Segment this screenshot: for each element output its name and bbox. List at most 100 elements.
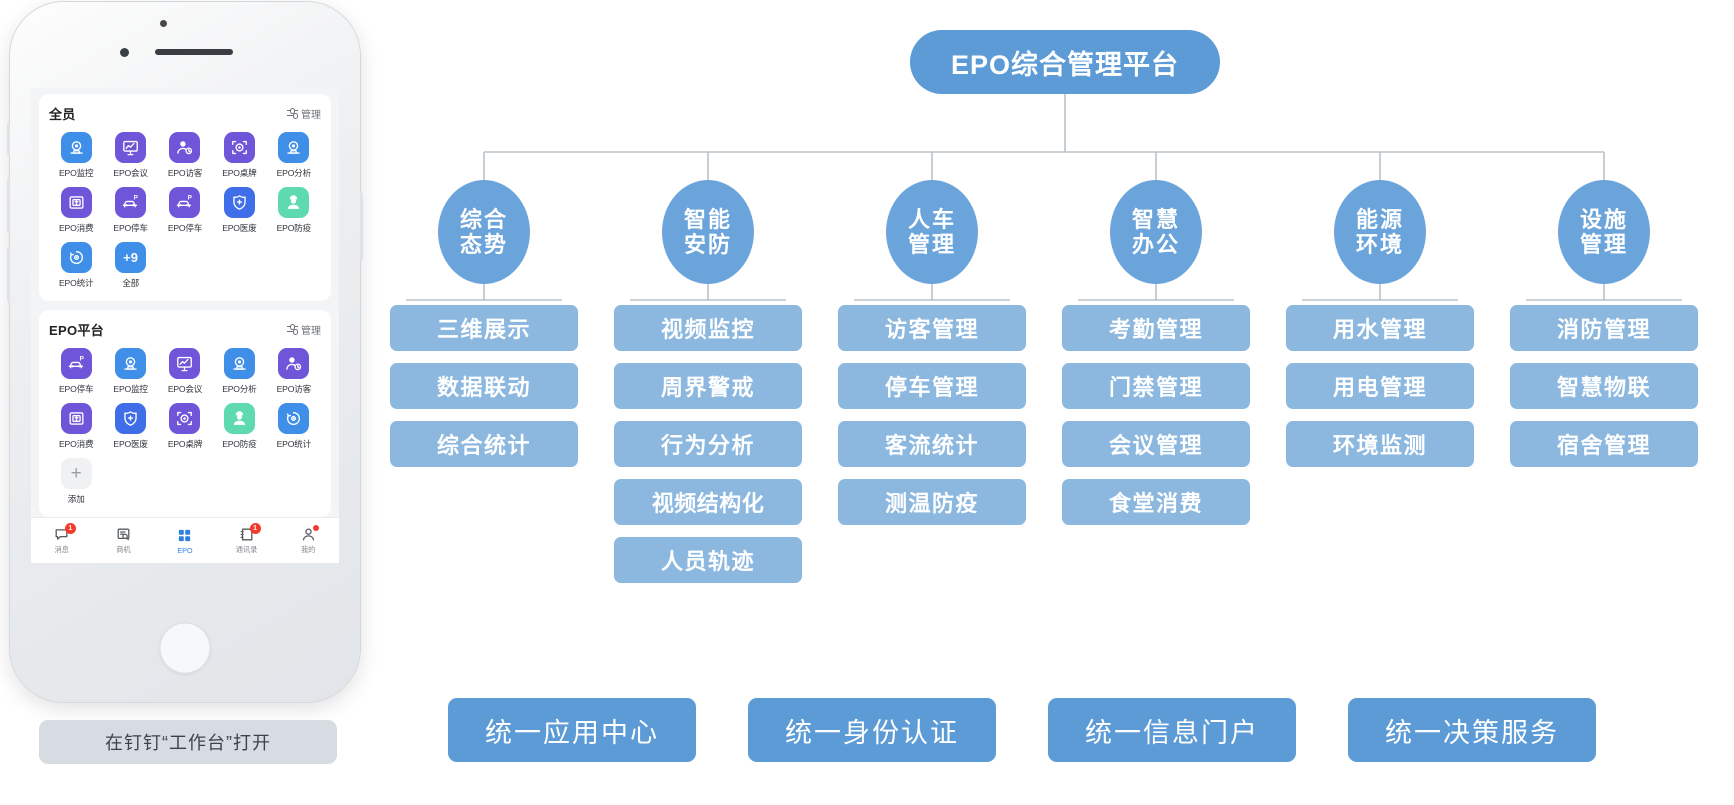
medical-shield-icon [223,187,255,218]
manage-button[interactable]: 管理 [287,322,321,337]
app-label: EPO桌牌 [222,168,257,178]
app-tile[interactable]: EPO访客 [158,132,212,179]
app-tile[interactable]: EPO监控 [103,348,157,395]
section-header: 全员管理 [49,104,321,123]
branch-item[interactable]: 综合统计 [390,421,578,467]
app-label: EPO会议 [113,168,148,178]
branch-column: 用水管理用电管理环境监测 [1286,305,1474,479]
sliders-icon [287,107,299,120]
branch-item[interactable]: 客流统计 [838,421,1026,467]
app-label: 添加 [67,494,85,504]
app-tile[interactable]: EPO消费 [49,403,103,450]
app-tile[interactable]: EPO消费 [49,187,103,234]
home-button[interactable] [159,622,211,674]
app-label: EPO监控 [113,384,148,394]
statistics-icon [60,242,92,273]
branch-circle[interactable]: 设施管理 [1558,180,1650,284]
notification-badge [313,525,320,531]
branch-item[interactable]: 周界警戒 [614,363,802,409]
app-tile[interactable]: EPO统计 [49,242,103,289]
power-button[interactable] [360,192,363,260]
branch-item[interactable]: 视频结构化 [614,479,802,525]
branch-item[interactable]: 三维展示 [390,305,578,351]
branch-item[interactable]: 环境监测 [1286,421,1474,467]
branch-circle[interactable]: 人车管理 [886,180,978,284]
branch-item[interactable]: 人员轨迹 [614,537,802,583]
footer-button[interactable]: 统一信息门户 [1048,698,1296,762]
branch-item[interactable]: 会议管理 [1062,421,1250,467]
branch-circle[interactable]: 综合态势 [438,180,530,284]
app-label: EPO医废 [222,223,257,233]
tab-EPO[interactable]: EPO [154,527,216,555]
camera-icon [115,348,147,379]
branch-label-line1: 综合 [459,206,508,232]
app-tile[interactable]: EPO防疫 [212,403,266,450]
branch-item[interactable]: 用电管理 [1286,363,1474,409]
app-tile[interactable]: EPO防疫 [267,187,321,234]
tab-商机[interactable]: 商机 [93,526,155,555]
branch-item[interactable]: 智慧物联 [1510,363,1698,409]
presentation-chart-icon [169,348,201,379]
app-tile[interactable]: EPO分析 [267,132,321,179]
app-tile[interactable]: EPO监控 [49,132,103,179]
app-label: EPO分析 [222,384,257,394]
branch-item[interactable]: 门禁管理 [1062,363,1250,409]
earpiece-speaker [155,49,233,55]
manage-label: 管理 [301,110,321,121]
svg-text:P: P [188,194,192,201]
app-tile[interactable]: EPO访客 [267,348,321,395]
branch-item[interactable]: 数据联动 [390,363,578,409]
branch-item[interactable]: 消防管理 [1510,305,1698,351]
branch-item[interactable]: 停车管理 [838,363,1026,409]
app-label: EPO停车 [113,223,148,233]
app-tile[interactable]: EPO医废 [212,187,266,234]
branch-item[interactable]: 用水管理 [1286,305,1474,351]
architecture-diagram: EPO综合管理平台 综合态势 智能安防 人车管理 智慧办公 能源环境 设施管理 三维展示数… [390,0,1734,805]
phone-top-bezel [10,2,360,102]
branch-item[interactable]: 视频监控 [614,305,802,351]
tab-我的[interactable]: 我的 [277,525,339,555]
app-tile[interactable]: EPO桌牌 [212,132,266,179]
root-node-epo-platform[interactable]: EPO综合管理平台 [910,30,1220,94]
branch-item[interactable]: 访客管理 [838,305,1026,351]
footer-button[interactable]: 统一身份认证 [748,698,996,762]
app-tile[interactable]: EPO统计 [267,403,321,450]
branch-label-line1: 智慧 [1131,206,1180,232]
branch-item[interactable]: 食堂消费 [1062,479,1250,525]
app-tile[interactable]: EPO分析 [212,348,266,395]
branch-item[interactable]: 测温防疫 [838,479,1026,525]
footer-button[interactable]: 统一决策服务 [1348,698,1596,762]
branch-circle[interactable]: 能源环境 [1334,180,1426,284]
volume-down-button[interactable] [7,247,10,303]
branch-item[interactable]: 宿舍管理 [1510,421,1698,467]
branch-column: 访客管理停车管理客流统计测温防疫 [838,305,1026,537]
app-tile[interactable]: EPO医废 [103,403,157,450]
manage-button[interactable]: 管理 [287,106,321,121]
branch-circle[interactable]: 智慧办公 [1110,180,1202,284]
app-tile[interactable]: EPO桌牌 [158,403,212,450]
sliders-icon [287,323,299,336]
app-tile[interactable]: EPO会议 [103,132,157,179]
app-tile[interactable]: EPO会议 [158,348,212,395]
svg-text:P: P [79,355,83,362]
branch-item[interactable]: 考勤管理 [1062,305,1250,351]
app-label: EPO消费 [59,223,94,233]
tab-label: 消息 [54,545,69,554]
payment-icon [60,187,92,218]
camera-icon [223,348,255,379]
visitor-person-icon [278,348,310,379]
branch-circle[interactable]: 智能安防 [662,180,754,284]
branch-item[interactable]: 行为分析 [614,421,802,467]
app-label: EPO访客 [167,168,203,178]
app-tile[interactable]: +添加 [49,458,103,505]
footer-button[interactable]: 统一应用中心 [448,698,696,762]
doctor-icon [278,187,310,218]
